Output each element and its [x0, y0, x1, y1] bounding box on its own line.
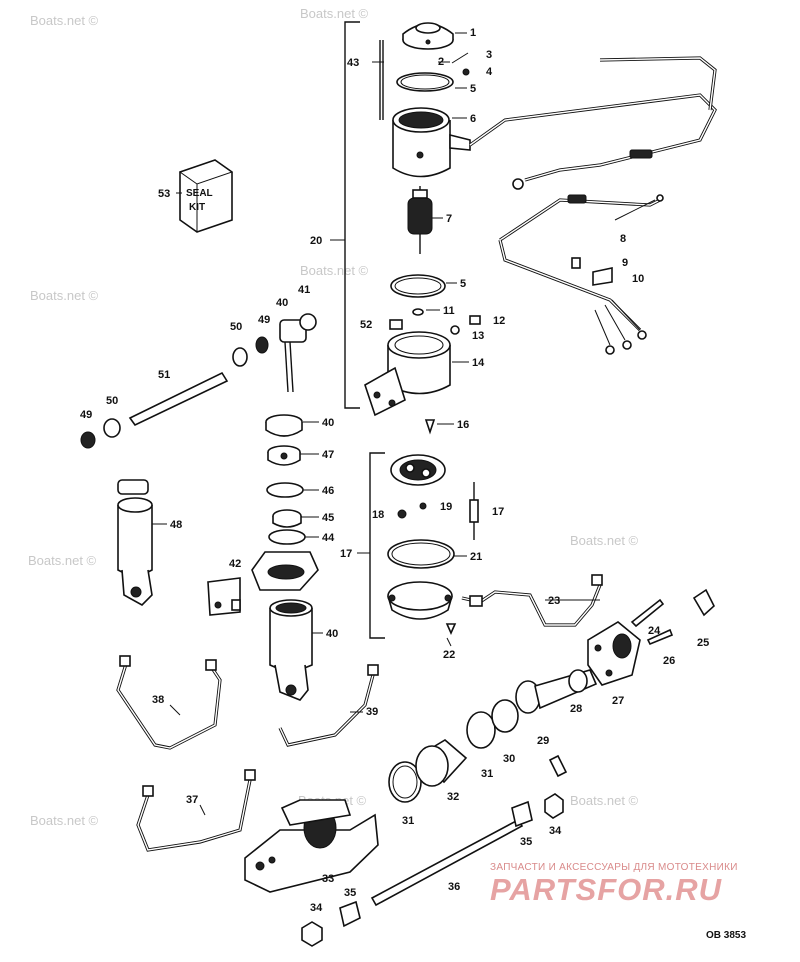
callout-50: 50 — [230, 321, 242, 333]
callout-19: 19 — [440, 501, 452, 513]
callout-17b: 17 — [340, 548, 352, 560]
callout-9: 9 — [622, 257, 628, 269]
leader-lines — [152, 32, 600, 816]
callout-26: 26 — [663, 655, 675, 667]
callout-52: 52 — [360, 319, 372, 331]
callout-40: 40 — [276, 297, 288, 309]
callout-5b: 5 — [460, 278, 466, 290]
callout-40c: 40 — [326, 628, 338, 640]
callout-35b: 35 — [520, 836, 532, 848]
callout-20: 20 — [310, 235, 322, 247]
callout-21: 21 — [470, 551, 482, 563]
shop-watermark: ЗАПЧАСТИ И АКСЕССУАРЫ ДЛЯ МОТОТЕХНИКИ PA… — [490, 862, 790, 907]
callout-16: 16 — [457, 419, 469, 431]
callout-3: 3 — [486, 49, 492, 61]
callout-37: 37 — [186, 794, 198, 806]
shop-brand: PARTSFOR.RU — [490, 872, 723, 907]
callout-34b: 34 — [549, 825, 562, 837]
callout-11: 11 — [443, 305, 455, 317]
watermark: Boats.net © — [300, 263, 369, 278]
callout-42: 42 — [229, 558, 241, 570]
callout-13: 13 — [472, 330, 484, 342]
tilt-cylinder — [117, 479, 153, 606]
callout-46: 46 — [322, 485, 334, 497]
callout-35: 35 — [344, 887, 356, 899]
callout-30: 30 — [503, 753, 515, 765]
o-ring — [396, 72, 454, 92]
callout-17: 17 — [492, 506, 504, 518]
callout-33: 33 — [322, 873, 334, 885]
o-ring — [390, 274, 446, 298]
shop-tagline: ЗАПЧАСТИ И АКСЕССУАРЫ ДЛЯ МОТОТЕХНИКИ — [490, 862, 738, 873]
callout-25: 25 — [697, 637, 709, 649]
callout-12: 12 — [493, 315, 505, 327]
callout-labels: 1 2 3 4 5 6 7 8 9 10 5 11 12 13 14 16 17… — [80, 27, 709, 914]
bracket-20 — [344, 21, 360, 409]
callout-4: 4 — [486, 66, 493, 78]
callout-1: 1 — [470, 27, 476, 39]
o-ring — [387, 539, 455, 569]
callout-49: 49 — [258, 314, 270, 326]
callout-23: 23 — [548, 595, 560, 607]
callout-39: 39 — [366, 706, 378, 718]
end-cap — [402, 22, 454, 50]
watermark: Boats.net © — [300, 6, 369, 21]
clamp-bracket — [207, 551, 319, 616]
callout-28: 28 — [570, 703, 582, 715]
callout-7: 7 — [446, 213, 452, 225]
watermark: Boats.net © — [30, 13, 99, 28]
callout-18: 18 — [372, 509, 384, 521]
armature — [407, 186, 433, 254]
seal-kit-box: SEAL KIT — [178, 159, 234, 233]
callout-51: 51 — [158, 369, 170, 381]
callout-14: 14 — [472, 357, 485, 369]
tilt-shaft — [370, 818, 524, 907]
callout-34: 34 — [310, 902, 323, 914]
callout-38: 38 — [152, 694, 164, 706]
bracket-17 — [369, 452, 385, 639]
callout-48: 48 — [170, 519, 182, 531]
callout-24: 24 — [648, 625, 661, 637]
callout-8: 8 — [620, 233, 626, 245]
watermark: Boats.net © — [30, 288, 99, 303]
callout-40b: 40 — [322, 417, 334, 429]
callout-36: 36 — [448, 881, 460, 893]
callout-49b: 49 — [80, 409, 92, 421]
callout-10: 10 — [632, 273, 644, 285]
callout-45: 45 — [322, 512, 334, 524]
callout-53: 53 — [158, 188, 170, 200]
watermark: Boats.net © — [28, 553, 97, 568]
pump-body — [364, 331, 451, 417]
callout-27: 27 — [612, 695, 624, 707]
callout-32: 32 — [447, 791, 459, 803]
callout-44: 44 — [322, 532, 335, 544]
callout-43: 43 — [347, 57, 359, 69]
trim-piston-stack — [265, 414, 306, 545]
callout-5: 5 — [470, 83, 476, 95]
motor-housing — [392, 107, 471, 178]
trim-cylinder — [269, 599, 313, 701]
reservoir — [387, 581, 453, 620]
box-label-line-1: SEAL — [186, 188, 213, 199]
callout-22: 22 — [443, 649, 455, 661]
tilt-housing — [244, 799, 379, 893]
end-flange — [587, 621, 641, 686]
watermark: Boats.net © — [570, 793, 639, 808]
box-label-line-2: KIT — [189, 202, 205, 213]
callout-31: 31 — [481, 768, 493, 780]
drawing-reference: OB 3853 — [706, 930, 746, 941]
pivot-pin — [128, 371, 229, 427]
wire-harness — [469, 56, 717, 355]
callout-29: 29 — [537, 735, 549, 747]
watermark: Boats.net © — [30, 813, 99, 828]
callout-31b: 31 — [402, 815, 414, 827]
callout-6: 6 — [470, 113, 476, 125]
callout-47: 47 — [322, 449, 334, 461]
callout-41: 41 — [298, 284, 310, 296]
pump-cover — [390, 454, 446, 486]
watermark: Boats.net © — [570, 533, 639, 548]
trim-rod-assembly — [279, 313, 317, 393]
callout-50b: 50 — [106, 395, 118, 407]
